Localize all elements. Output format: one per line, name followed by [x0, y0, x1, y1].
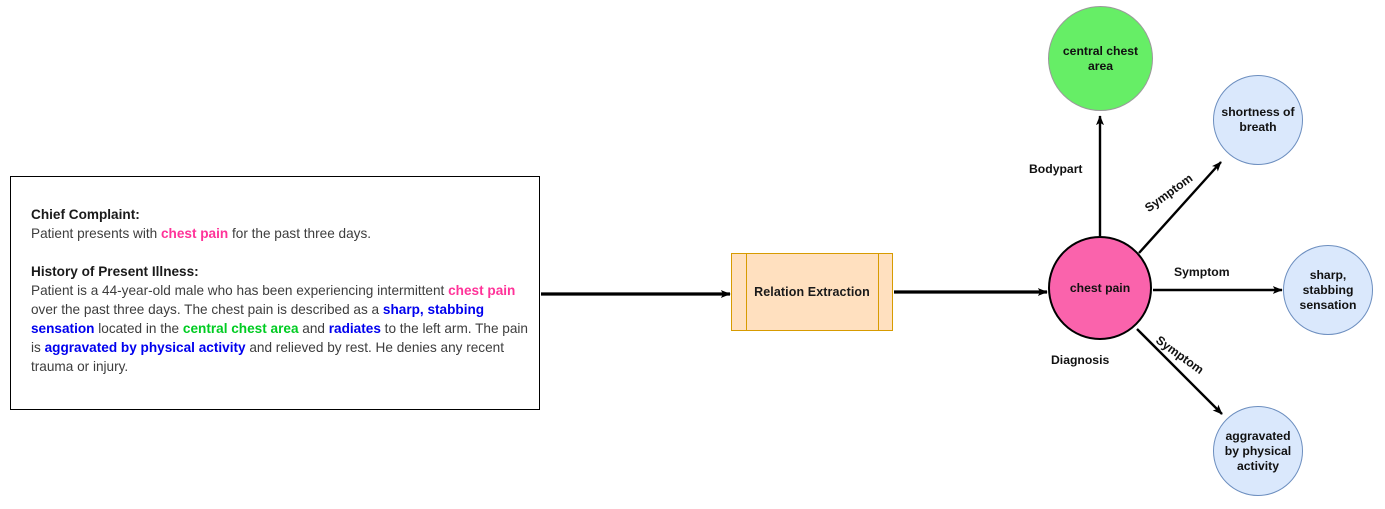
node-aggravated-by-physical-activity[interactable]: aggravated by physical activity — [1213, 406, 1303, 496]
edge-symptom-lower — [1136, 328, 1223, 415]
relation-extraction-box[interactable]: Relation Extraction — [731, 253, 893, 331]
node-label-shortness-of-breath: shortness of breath — [1221, 105, 1295, 134]
hpi-segment-5: to the left arm. The pain is — [31, 321, 528, 355]
edge-label-symptom-lower: Symptom — [1153, 333, 1207, 377]
entity-chest-pain-1: chest pain — [160, 226, 229, 241]
node-sharp-stabbing-sensation[interactable]: sharp, stabbing sensation — [1283, 245, 1373, 335]
edge-label-diagnosis: Diagnosis — [1051, 353, 1110, 367]
hpi-segment-1: Patient is a 44-year-old male who has be… — [31, 283, 449, 298]
node-chest-pain[interactable]: chest pain — [1048, 236, 1152, 340]
node-label-central-chest-area: central chest area — [1062, 43, 1139, 73]
edge-label-bodypart: Bodypart — [1029, 162, 1083, 176]
process-bar-left — [746, 254, 747, 330]
hpi-heading: History of Present Illness: — [31, 264, 199, 279]
clinical-note-text: Chief Complaint: Patient presents with c… — [31, 205, 531, 376]
node-central-chest-area[interactable]: central chest area — [1048, 6, 1153, 111]
edge-label-symptom-middle: Symptom — [1174, 265, 1230, 279]
clinical-note-box: Chief Complaint: Patient presents with c… — [10, 176, 540, 410]
entity-chest-pain-2: chest pain — [448, 283, 516, 298]
paragraph-gap — [31, 243, 531, 262]
entity-central-chest-area: central chest area — [182, 321, 299, 336]
entity-radiates: radiates — [328, 321, 381, 336]
node-label-aggravated-by-physical-activity: aggravated by physical activity — [1224, 428, 1292, 473]
hpi-segment-2: over the past three days. The chest pain… — [31, 302, 383, 317]
edge-label-symptom-upper: Symptom — [1142, 171, 1196, 215]
chief-complaint-pre: Patient presents with — [31, 226, 161, 241]
node-shortness-of-breath[interactable]: shortness of breath — [1213, 75, 1303, 165]
entity-aggravated-by-physical-activity: aggravated by physical activity — [44, 340, 246, 355]
hpi-segment-4: and — [298, 321, 329, 336]
relation-extraction-label: Relation Extraction — [754, 285, 870, 299]
process-bar-right — [878, 254, 879, 330]
chief-complaint-heading: Chief Complaint: — [31, 207, 140, 222]
hpi-segment-6: and relieved by rest. He denies any rece… — [31, 340, 505, 374]
hpi-segment-3: located in the — [94, 321, 183, 336]
entity-sharp-stabbing-sensation: sharp, stabbing sensation — [31, 302, 485, 336]
node-label-sharp-stabbing-sensation: sharp, stabbing sensation — [1299, 267, 1357, 312]
node-label-chest-pain: chest pain — [1069, 280, 1131, 295]
chief-complaint-post: for the past three days. — [228, 226, 372, 241]
